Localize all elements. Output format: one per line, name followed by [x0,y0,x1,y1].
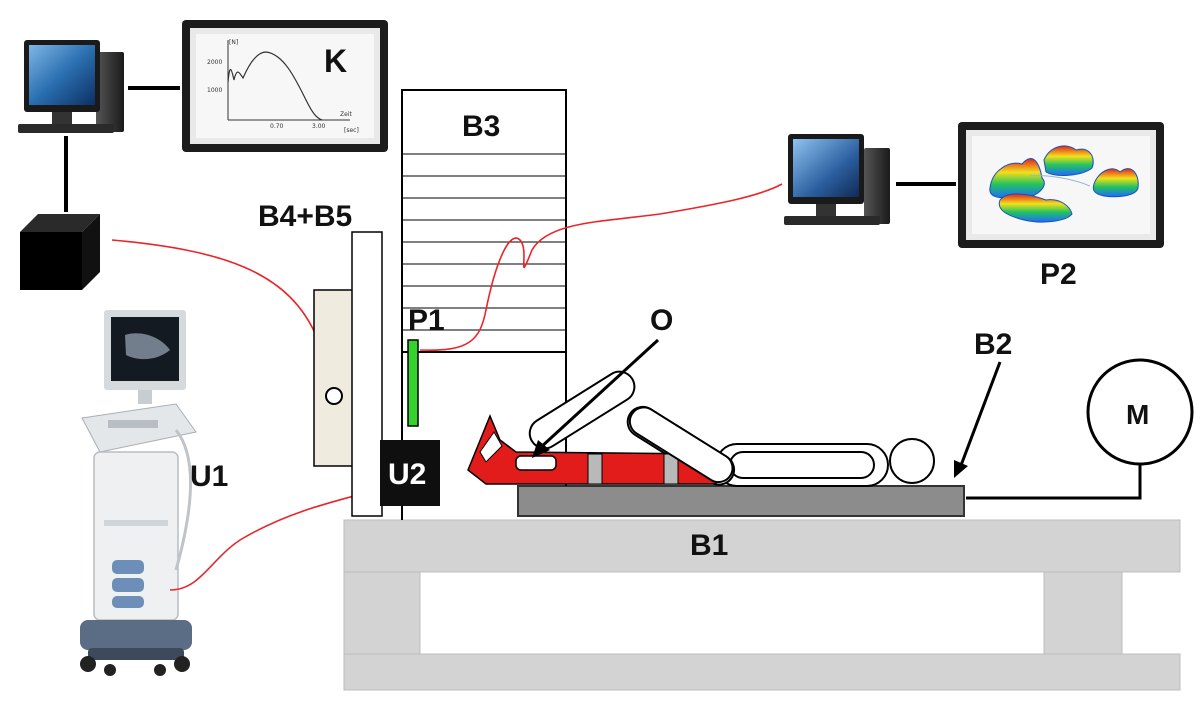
label-b3: B3 [462,110,500,143]
k-force-curve [227,51,323,121]
shelf-b3: B3 [401,89,567,520]
computer-icon-right [784,134,890,225]
arrow-o-shaft [538,338,660,450]
label-b4b5: B4+B5 [258,200,352,233]
sensor-p1 [407,339,419,427]
k-y-axis-label: [N] [229,39,238,46]
patient-figure [467,370,935,487]
label-b2: B2 [974,328,1012,361]
k-x-tick-1: 3.00 [312,123,326,130]
k-x-tick-0: 0.70 [270,123,284,130]
o-marker-b5 [325,387,343,405]
ultrasound-machine-icon [80,310,197,676]
label-b1: B1 [690,529,728,562]
board-b2 [517,485,965,517]
cable-u1-to-u2 [169,485,393,591]
label-u1: U1 [190,460,228,493]
label-p1: P1 [408,304,445,337]
k-y-tick-1: 1000 [207,87,222,94]
monitor-p2 [958,122,1164,248]
daq-box-icon [20,214,100,290]
arrow-b2-shaft [958,361,1002,469]
label-k: K [324,43,347,79]
monitor-k: [N] 2000 1000 Zeit [sec] 0.70 3.00 K [182,20,388,152]
cable-board-to-motor [966,464,1142,500]
arrow-b2-head [954,460,968,478]
plate-b5 [313,289,355,467]
k-x-unit: [sec] [344,127,359,134]
u2-block [380,440,440,506]
label-u2: U2 [388,458,426,491]
k-y-tick-0: 2000 [207,59,222,66]
label-m: M [1126,399,1149,430]
k-x-axis-label: Zeit [340,111,352,118]
cable-p1-to-computer [419,183,783,351]
plate-b4 [351,231,383,517]
arrow-o-head [532,440,550,458]
bench-b1: B1 [343,519,1181,691]
label-o: O [650,304,673,337]
computer-icon-left [18,40,124,133]
label-p2: P2 [1040,258,1077,291]
